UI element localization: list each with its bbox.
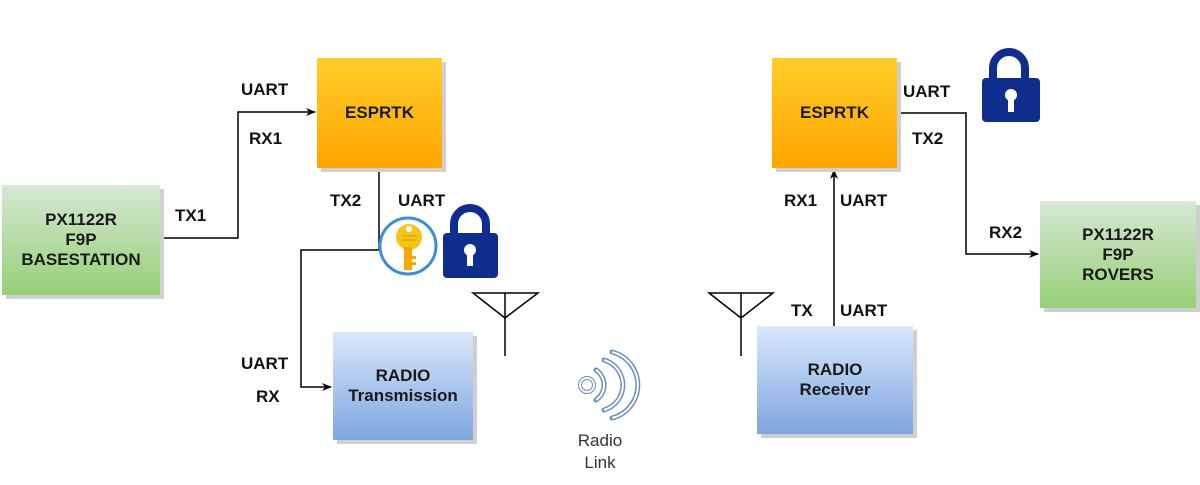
antenna-icon <box>470 292 541 356</box>
lock-closed-icon <box>443 204 498 278</box>
lock-open-icon <box>982 48 1040 122</box>
connector-esprtk-to-radio-tx <box>300 168 380 391</box>
base-station-line-1: PX1122R <box>45 210 117 229</box>
label-rx2-right: RX2 <box>989 223 1023 242</box>
label-rx-radio-left: RX <box>256 387 280 406</box>
radio-link-label: Radio Link <box>560 430 640 474</box>
label-tx1: TX1 <box>175 206 207 225</box>
label-uart-out-right: UART <box>903 82 951 101</box>
radio-transmission-box[interactable]: RADIO Transmission <box>333 332 473 440</box>
radio-rx-line-1: RADIO <box>807 360 863 379</box>
label-uart-in-left: UART <box>241 80 289 99</box>
key-icon <box>378 216 438 276</box>
radio-rx-line-2: Receiver <box>799 380 871 399</box>
base-station-line-2: F9P <box>65 230 97 249</box>
radio-link-line-1: Radio <box>577 431 623 450</box>
base-station-line-3: BASESTATION <box>21 250 141 269</box>
esprtk-right-box[interactable]: ESPRTK <box>772 58 897 168</box>
label-uart-in-right: UART <box>840 191 888 210</box>
esprtk-left-label: ESPRTK <box>345 103 414 122</box>
base-station-box[interactable]: PX1122R F9P BASESTATION <box>2 185 160 295</box>
label-tx-right: TX <box>791 301 813 320</box>
esprtk-left-box[interactable]: ESPRTK <box>317 58 442 168</box>
label-uart-out-left: UART <box>398 191 446 210</box>
antenna-icon <box>706 292 776 356</box>
radio-tx-line-2: Transmission <box>348 386 458 405</box>
label-uart-radio-right: UART <box>840 301 888 320</box>
label-rx1-left: RX1 <box>249 129 283 148</box>
label-tx2-right: TX2 <box>912 129 944 148</box>
rovers-line-3: ROVERS <box>1082 264 1154 284</box>
esprtk-right-label: ESPRTK <box>800 103 869 122</box>
radio-tx-line-1: RADIO <box>375 366 431 385</box>
rovers-line-1: PX1122R <box>1082 224 1154 244</box>
connector-esprtk-to-rovers <box>897 112 1039 258</box>
rovers-line-2: F9P <box>1102 244 1134 264</box>
radio-link-line-2: Link <box>584 453 616 472</box>
connector-base-to-esprtk <box>160 108 316 239</box>
label-rx1-right: RX1 <box>784 191 818 210</box>
label-uart-radio-left: UART <box>241 354 289 373</box>
radio-receiver-box[interactable]: RADIO Receiver <box>757 326 913 434</box>
rovers-box[interactable]: PX1122R F9P ROVERS <box>1040 201 1196 308</box>
label-tx2-left: TX2 <box>330 191 362 210</box>
